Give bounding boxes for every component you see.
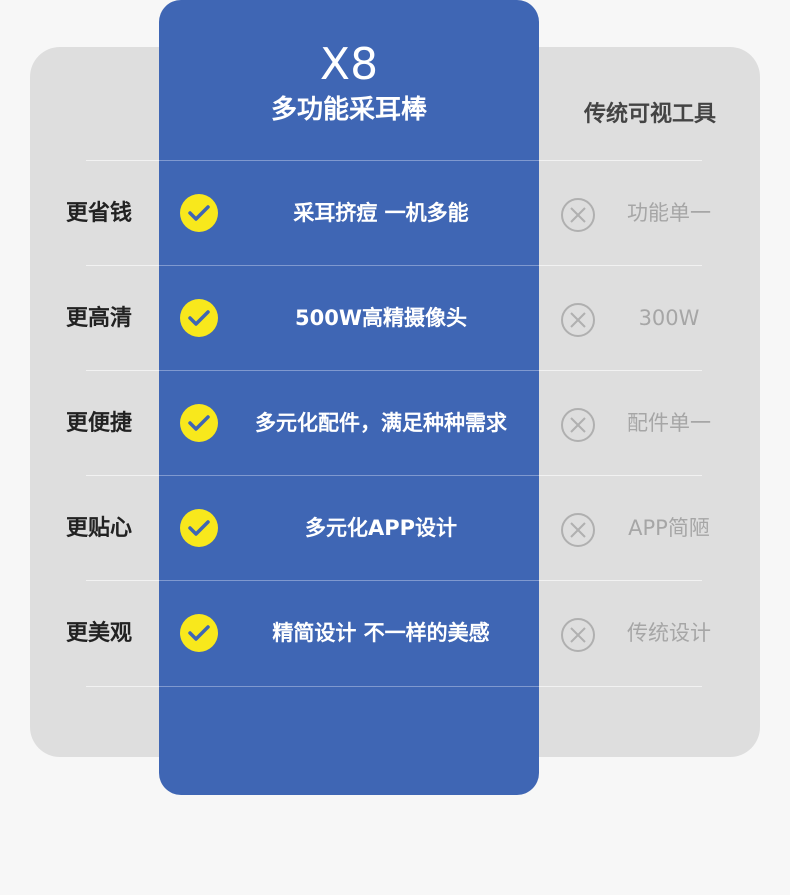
- comparison-row: 更高清 500W高精摄像头 300W: [0, 266, 790, 371]
- traditional-feature: 功能单一: [627, 201, 711, 225]
- check-icon: [180, 614, 218, 652]
- product-feature: 采耳挤痘 一机多能: [293, 201, 469, 225]
- product-column-card: [159, 0, 539, 795]
- check-icon: [180, 509, 218, 547]
- row-divider: [159, 475, 539, 476]
- traditional-feature: 传统设计: [627, 621, 711, 645]
- check-icon: [180, 404, 218, 442]
- row-divider: [86, 475, 159, 476]
- row-divider: [159, 265, 539, 266]
- row-label: 更美观: [65, 621, 132, 646]
- row-divider: [539, 370, 702, 371]
- row-divider: [86, 686, 159, 687]
- row-divider: [86, 370, 159, 371]
- cross-icon: [560, 407, 596, 443]
- check-icon: [180, 194, 218, 232]
- product-feature: 多元化APP设计: [304, 516, 458, 540]
- cross-icon: [560, 302, 596, 338]
- row-divider: [539, 475, 702, 476]
- row-divider: [86, 580, 159, 581]
- row-divider: [86, 160, 159, 161]
- product-model-title: X8: [319, 39, 379, 90]
- row-divider: [159, 686, 539, 687]
- row-divider: [86, 265, 159, 266]
- row-divider: [539, 580, 702, 581]
- traditional-feature: 配件单一: [627, 411, 711, 435]
- row-label: 更高清: [65, 306, 132, 331]
- row-divider: [539, 686, 702, 687]
- row-divider: [159, 370, 539, 371]
- product-feature: 精简设计 不一样的美感: [272, 621, 490, 645]
- comparison-row: 更省钱 采耳挤痘 一机多能 功能单一: [0, 161, 790, 266]
- check-icon: [180, 299, 218, 337]
- traditional-feature: 300W: [638, 306, 700, 330]
- cross-icon: [560, 197, 596, 233]
- row-divider: [539, 265, 702, 266]
- cross-icon: [560, 512, 596, 548]
- comparison-row: 更贴心 多元化APP设计 APP简陋: [0, 476, 790, 581]
- row-divider: [539, 160, 702, 161]
- comparison-row: 更美观 精简设计 不一样的美感 传统设计: [0, 581, 790, 686]
- row-label: 更便捷: [65, 411, 132, 436]
- cross-icon: [560, 617, 596, 653]
- traditional-tool-title: 传统可视工具: [583, 102, 716, 127]
- comparison-row: 更便捷 多元化配件，满足种种需求 配件单一: [0, 371, 790, 476]
- row-divider: [159, 160, 539, 161]
- row-label: 更省钱: [65, 201, 132, 226]
- product-feature: 多元化配件，满足种种需求: [255, 411, 507, 435]
- row-label: 更贴心: [65, 516, 132, 541]
- product-name-subtitle: 多功能采耳棒: [270, 95, 427, 125]
- row-divider: [159, 580, 539, 581]
- product-feature: 500W高精摄像头: [295, 306, 467, 330]
- traditional-feature: APP简陋: [628, 516, 710, 540]
